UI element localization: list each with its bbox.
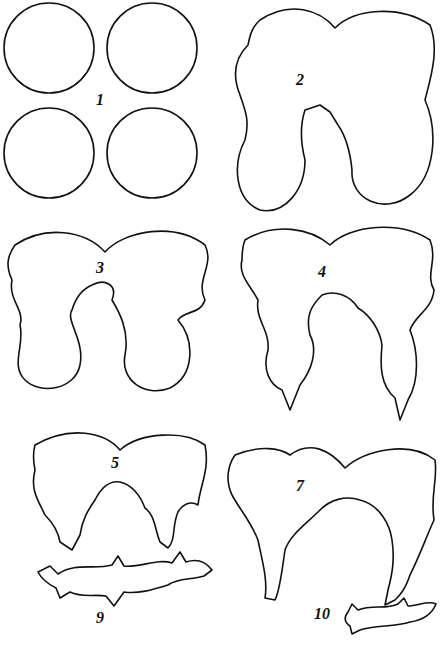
callout-number: 1: [96, 92, 104, 108]
callout-number: 2: [296, 72, 304, 88]
stage-1-circles: [4, 3, 197, 198]
stage-9-outline: [38, 552, 212, 606]
stage-4-outline: [241, 227, 434, 420]
callout-number: 4: [318, 264, 326, 280]
stage-7-outline: [228, 448, 436, 605]
callout-number: 9: [96, 610, 104, 626]
callout-number: 5: [111, 455, 119, 471]
stage-3-outline: [8, 231, 208, 391]
stage-10-outline: [345, 598, 436, 634]
stage-5-outline: [33, 433, 206, 550]
callout-number: 3: [96, 260, 104, 276]
callout-number: 10: [314, 606, 330, 622]
stage-2-outline: [235, 9, 434, 211]
callout-number: 7: [296, 478, 304, 494]
